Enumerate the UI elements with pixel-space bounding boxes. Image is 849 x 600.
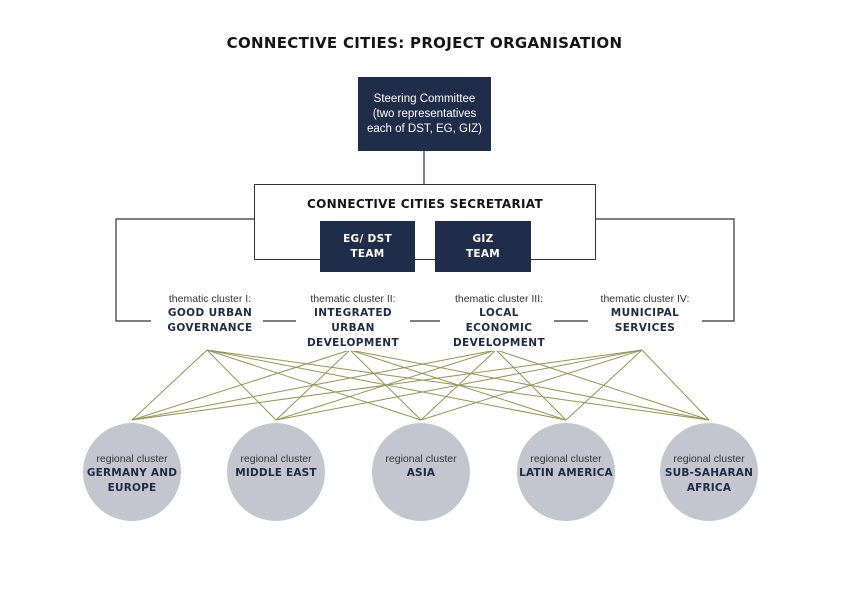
connection-mesh: [131, 349, 710, 421]
thematic-cluster-2: thematic cluster II: INTEGRATED URBAN DE…: [298, 292, 408, 351]
connector-line-t2-r1: [131, 349, 351, 421]
thematic-cluster-3: thematic cluster III: LOCAL ECONOMIC DEV…: [444, 292, 554, 351]
left-bracket: [115, 218, 254, 322]
regional-cluster-label: regional cluster: [385, 453, 457, 465]
connector-line-t4-r1: [131, 349, 643, 421]
steering-committee-box: Steering Committee (two representatives …: [358, 77, 491, 151]
regional-cluster-name: LATIN AMERICA: [519, 467, 613, 479]
connector-line-t3-r5: [495, 349, 710, 421]
regional-cluster-label: regional cluster: [240, 453, 312, 465]
connector-line-t2-r5: [349, 349, 710, 421]
regional-cluster-label: regional cluster: [530, 453, 602, 465]
regional-cluster-name: MIDDLE EAST: [235, 467, 317, 479]
steering-line-1: Steering Committee: [373, 92, 476, 105]
thematic-cluster-label: thematic cluster IV:: [600, 293, 690, 305]
eg-dst-team-box: EG/ DST TEAM: [320, 221, 415, 272]
thematic-cluster-name: GOOD URBAN GOVERNANCE: [167, 307, 253, 334]
regional-cluster-sub-saharan-africa: regional cluster SUB-SAHARAN AFRICA: [660, 423, 758, 521]
connector-line-t4-r2: [275, 349, 643, 421]
thematic-cluster-name: MUNICIPAL SERVICES: [610, 307, 680, 334]
right-bracket: [596, 218, 735, 322]
regional-cluster-name: SUB-SAHARAN AFRICA: [664, 467, 754, 494]
regional-cluster-germany-europe: regional cluster GERMANY AND EUROPE: [83, 423, 181, 521]
connector-line-t3-r1: [131, 349, 497, 421]
steering-line-2: (two representatives: [372, 107, 477, 120]
connector-line-t4-r4: [565, 349, 643, 421]
thematic-cluster-label: thematic cluster II:: [310, 293, 396, 305]
regional-cluster-label: regional cluster: [673, 453, 745, 465]
thematic-cluster-4: thematic cluster IV: MUNICIPAL SERVICES: [590, 292, 700, 336]
connector-line-t4-r3: [420, 349, 643, 421]
giz-team-box: GIZ TEAM: [435, 221, 531, 272]
regional-cluster-name: ASIA: [406, 467, 436, 479]
secretariat-title: CONNECTIVE CITIES SECRETARIAT: [307, 197, 543, 211]
steering-line-3: each of DST, EG, GIZ): [366, 122, 483, 135]
frame-lines: [115, 151, 735, 322]
diagram-title: CONNECTIVE CITIES: PROJECT ORGANISATION: [226, 34, 623, 52]
connector-line-t1-r1: [131, 349, 208, 421]
regional-cluster-name: GERMANY AND EUROPE: [86, 467, 178, 494]
connector-line-t4-r5: [641, 349, 710, 421]
thematic-cluster-name: INTEGRATED URBAN DEVELOPMENT: [306, 307, 400, 349]
thematic-cluster-1: thematic cluster I: GOOD URBAN GOVERNANC…: [157, 292, 263, 336]
thematic-cluster-name: LOCAL ECONOMIC DEVELOPMENT: [452, 307, 546, 349]
regional-cluster-asia: regional cluster ASIA: [372, 423, 470, 521]
thematic-cluster-label: thematic cluster I:: [168, 293, 252, 305]
thematic-cluster-label: thematic cluster III:: [454, 293, 544, 305]
regional-cluster-latin-america: regional cluster LATIN AMERICA: [517, 423, 615, 521]
regional-cluster-middle-east: regional cluster MIDDLE EAST: [227, 423, 325, 521]
secretariat-box: CONNECTIVE CITIES SECRETARIAT: [254, 184, 596, 260]
regional-cluster-label: regional cluster: [96, 453, 168, 465]
